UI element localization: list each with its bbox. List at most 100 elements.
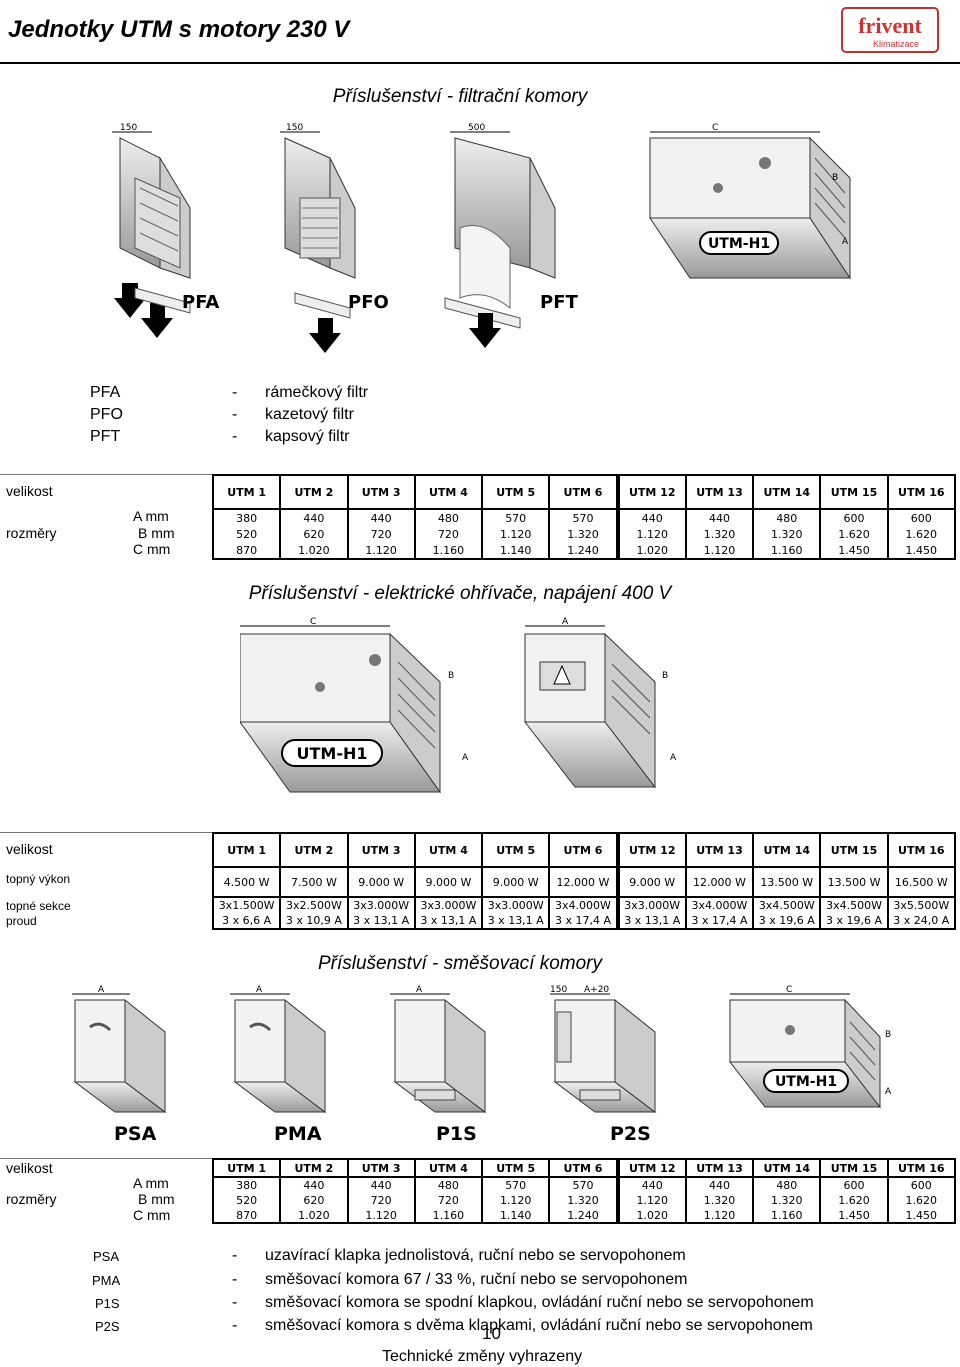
p1s-drawing: A P1S [390, 985, 487, 1145]
legend-desc: směšovací komora s dvěma klapkami, ovlád… [265, 1317, 813, 1334]
table-cell: 1.240 [550, 542, 620, 558]
table-cell: 3x1.500W [214, 898, 282, 913]
svg-text:C: C [310, 617, 316, 627]
dim-key-b: B mm [138, 525, 175, 541]
svg-text:UTM-H1: UTM-H1 [297, 744, 368, 763]
table-cell: 12.000 W [550, 868, 620, 896]
table-column-header: UTM 6 [550, 834, 620, 866]
table-cell: 870 [214, 1208, 282, 1222]
svg-text:A: A [885, 1087, 892, 1097]
heaters-drawing: C UTM-H1 B A A B A [240, 617, 677, 794]
table-cell: 480 [416, 1178, 484, 1193]
mixing-chambers-drawing: A PSA A PMA A P1S 150 A+20 P2S [72, 985, 892, 1145]
table-cell: 1.120 [349, 1208, 416, 1222]
legend-code: PFO [90, 406, 123, 423]
table-cell: 720 [349, 526, 416, 542]
table-cell: 600 [910, 1179, 932, 1192]
table-cell: 570 [550, 1178, 620, 1193]
section-title-mixing: Příslušenství - směšovací komory [317, 953, 603, 974]
table-cell: 3 x 13,1 A [620, 913, 687, 928]
table-cell: 1.160 [416, 1208, 484, 1222]
heaters-table: velikost topný výkon topné sekce proud U… [0, 832, 958, 930]
svg-text:A: A [416, 985, 423, 995]
legend-desc: kazetový filtr [265, 406, 354, 423]
label-power: topný výkon [6, 872, 71, 886]
table-column-header: UTM 14 [754, 834, 822, 866]
legend-code: P2S [95, 1319, 120, 1334]
legend-desc: směšovací komora 67 / 33 %, ruční nebo s… [265, 1271, 688, 1288]
table-column-header: UTM 13 [687, 1160, 755, 1176]
table-cell: 3x3.000W [349, 898, 416, 913]
table-cell: 13.500 W [821, 868, 889, 896]
table-cell: 1.240 [550, 1208, 620, 1222]
table-cell: 12.000 W [687, 868, 755, 896]
table-cell: 1.320 [550, 1193, 620, 1208]
svg-text:UTM-H1: UTM-H1 [775, 1074, 837, 1090]
table-cell: 3 x 17,4 A [687, 913, 755, 928]
table-cell: 3 x 13,1 A [483, 913, 551, 928]
table-column-header: UTM 6 [550, 1160, 620, 1176]
table-column-header: UTM 15 [821, 1160, 889, 1176]
table-cell: 1.620 [821, 1193, 889, 1208]
table-cell: 1.160 [754, 1208, 822, 1222]
legend-dash: - [232, 1271, 238, 1288]
pfo-drawing: 150 PFO [280, 123, 389, 353]
table-cell: 720 [349, 1193, 416, 1208]
page-title: Jednotky UTM s motory 230 V [8, 16, 350, 43]
table-column-header: UTM 16 [898, 485, 945, 499]
svg-text:A: A [462, 753, 469, 763]
legend-code: PFA [90, 384, 121, 401]
header-divider [0, 62, 960, 64]
table-cell: 3x3.000W [620, 898, 687, 913]
table-cell: 3 x 19,6 A [821, 913, 889, 928]
table-cell: 1.620 [821, 526, 889, 542]
section-title-heaters: Příslušenství - elektrické ohřívače, nap… [248, 583, 672, 604]
dim-key-a: A mm [133, 1175, 169, 1191]
table-column-header: UTM 12 [620, 834, 687, 866]
svg-text:P2S: P2S [610, 1123, 651, 1145]
table-cell: 3 x 17,4 A [550, 913, 620, 928]
svg-text:500: 500 [468, 123, 485, 133]
table-cell: 3 x 19,6 A [754, 913, 822, 928]
table-cell: 1.320 [754, 526, 822, 542]
table-column-header: UTM 1 [214, 476, 282, 508]
dim-key-b: B mm [138, 1191, 175, 1207]
table-cell: 3x5.500W [893, 899, 950, 912]
table-cell: 9.000 W [349, 868, 416, 896]
svg-text:150: 150 [286, 123, 303, 133]
table-cell: 1.140 [483, 1208, 551, 1222]
svg-text:UTM-H1: UTM-H1 [708, 236, 770, 252]
table-cell: 1.450 [905, 543, 938, 557]
table-cell: 1.120 [620, 1193, 687, 1208]
table-column-header: UTM 5 [483, 1160, 551, 1176]
table-cell: 1.320 [687, 1193, 755, 1208]
table-cell: 1.160 [416, 542, 484, 558]
table-cell: 13.500 W [754, 868, 822, 896]
table-column-header: UTM 6 [550, 476, 620, 508]
pft-drawing: 500 PFT [444, 123, 578, 348]
table-column-header: UTM 1 [214, 1160, 282, 1176]
svg-text:B: B [832, 173, 838, 183]
psa-drawing: A PSA [72, 985, 167, 1145]
table-column-header: UTM 16 [898, 1161, 945, 1175]
dim-key-c: C mm [133, 541, 171, 557]
table-cell: 480 [416, 510, 484, 526]
table-cell: 570 [483, 510, 551, 526]
footer-note: Technické změny vyhrazeny [382, 1348, 583, 1365]
table-cell: 480 [754, 1178, 822, 1193]
dim-key-c: C mm [133, 1207, 171, 1223]
label-size: velikost [6, 483, 53, 499]
table-column-header: UTM 13 [687, 834, 755, 866]
table-column-header: UTM 14 [754, 476, 822, 508]
table-cell: 1.020 [620, 542, 687, 558]
legend-code: PSA [93, 1249, 120, 1264]
svg-text:B: B [885, 1030, 891, 1040]
svg-text:PMA: PMA [274, 1123, 322, 1145]
table-cell: 3x3.000W [416, 898, 484, 913]
svg-text:PFT: PFT [540, 292, 578, 313]
filter-chambers-drawing: 150 PFA 150 PFO 500 PFT C [112, 123, 851, 353]
table-column-header: UTM 2 [281, 834, 349, 866]
table-cell: 440 [620, 1178, 687, 1193]
